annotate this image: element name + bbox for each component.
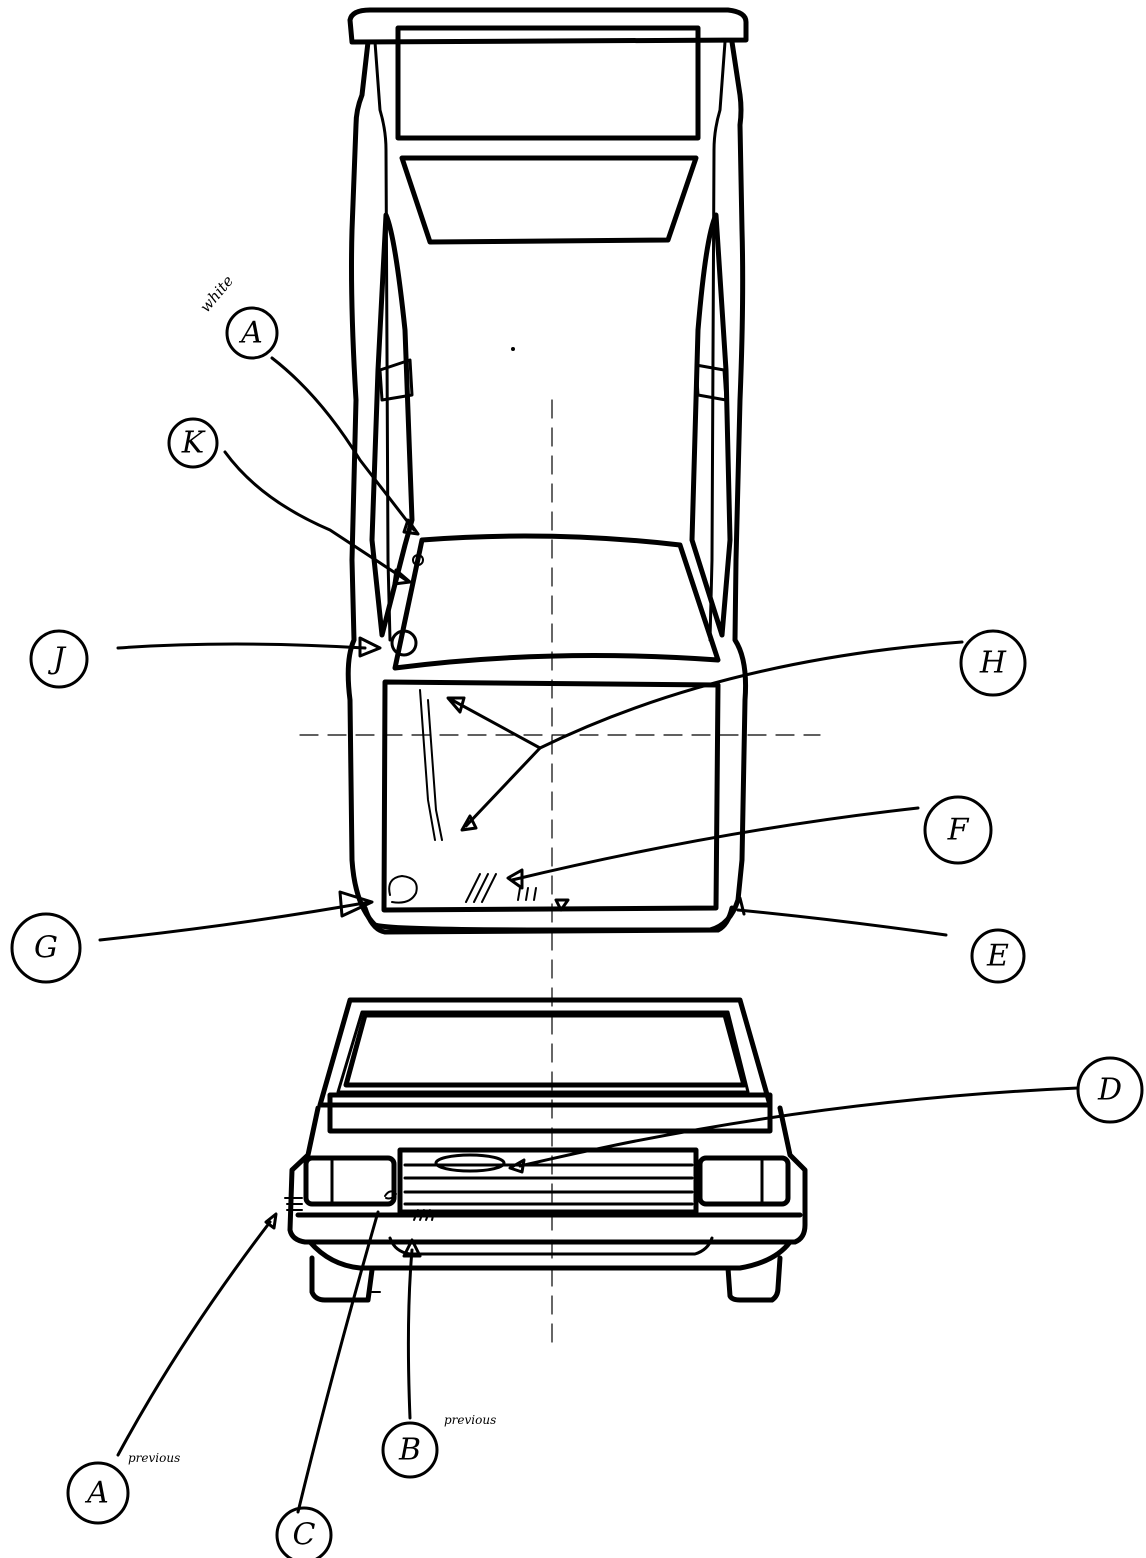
callout-letter: A (84, 1476, 109, 1511)
callout-letter: G (34, 931, 58, 966)
callout-a-top: A white (196, 272, 279, 360)
callout-note: previous (128, 1451, 180, 1465)
callout-f: F (923, 795, 993, 865)
callout-letter: E (986, 939, 1009, 974)
callout-c: C (275, 1506, 333, 1558)
callout-b: B previous (381, 1413, 496, 1479)
callout-letter: J (47, 642, 67, 677)
callout-j: J (29, 629, 89, 689)
callout-letter: H (979, 646, 1007, 681)
callout-a-bottom: A previous (66, 1451, 180, 1525)
callout-e: E (970, 928, 1026, 984)
callout-letter: K (181, 426, 206, 461)
callout-letter: B (398, 1433, 421, 1468)
callout-letter: A (238, 316, 263, 351)
callout-g: G (10, 912, 82, 984)
callout-k: K (167, 417, 219, 469)
callout-letter: D (1097, 1073, 1122, 1108)
car-top-view (345, 7, 749, 935)
callout-d: D (1076, 1056, 1144, 1124)
callout-h: H (959, 629, 1027, 697)
leader-lines (98, 356, 1080, 1514)
callout-letter: C (293, 1518, 316, 1553)
callout-note: white (196, 272, 237, 316)
callout-note: previous (444, 1413, 496, 1427)
callout-letter: F (947, 813, 970, 848)
car-front-view (284, 997, 808, 1303)
